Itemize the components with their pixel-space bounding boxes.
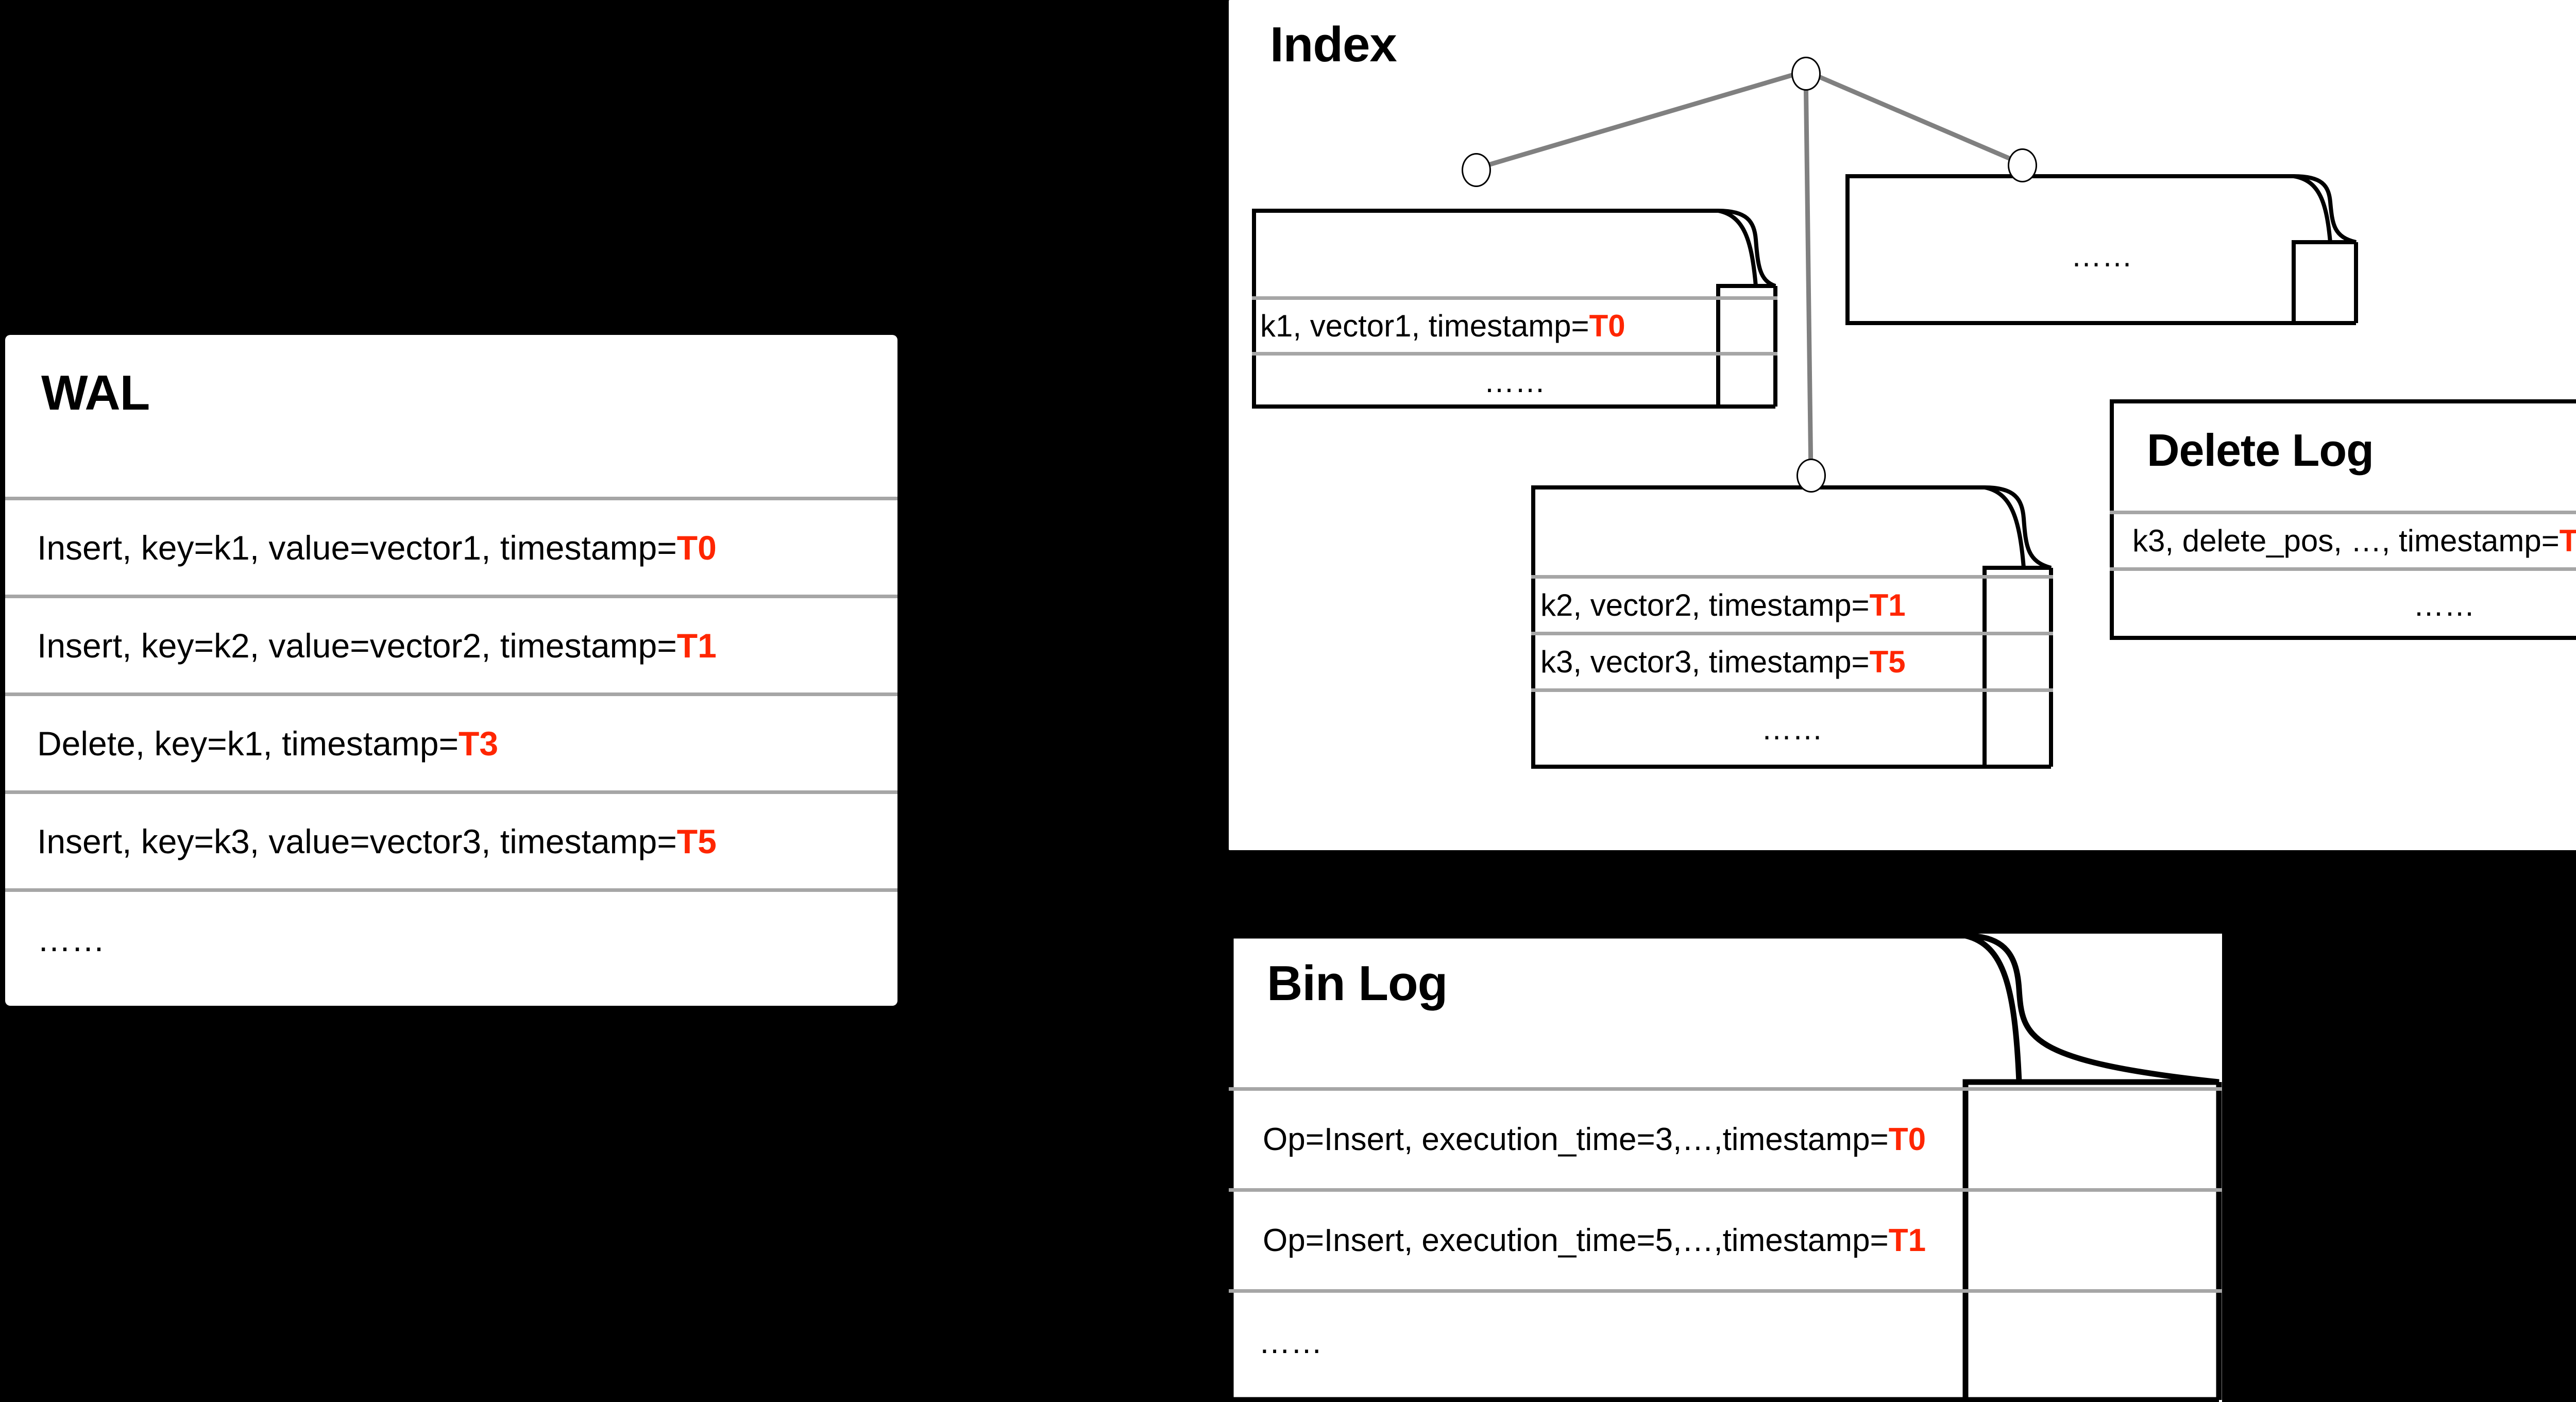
index-title: Index [1270,17,1397,72]
table-row: k2, vector2, timestamp=T1 [1531,575,2053,632]
bin-log-rows: Op=Insert, execution_time=3,…,timestamp=… [1229,1087,2222,1392]
bin-log-title: Bin Log [1267,956,1448,1011]
table-row: Insert, key=k1, value=vector1, timestamp… [5,497,897,595]
table-row: …… [5,888,897,986]
timestamp-value: T1 [1888,1223,1926,1258]
table-row: …… [1229,1289,2222,1392]
row-label: k3, delete_pos, …, timestamp= [2132,523,2560,558]
row-label: …… [1259,1325,1323,1360]
root-node[interactable] [1791,57,1821,91]
delete-log-rows: k3, delete_pos, …, timestamp=T3 …… [2110,511,2576,639]
row-label: Delete, key=k1, timestamp= [37,724,459,763]
table-row: k1, vector1, timestamp=T0 [1252,296,1777,352]
delete-log-card[interactable]: Delete Log k3, delete_pos, …, timestamp=… [2110,399,2576,640]
timestamp-value: T3 [2559,523,2576,558]
table-row: Insert, key=k2, value=vector2, timestamp… [5,595,897,692]
timestamp-value: T0 [676,528,717,567]
row-label: …… [1761,712,1823,746]
bin-log-card[interactable]: Bin Log Op=Insert, execution_time=3,…,ti… [1229,934,2222,1402]
table-row: k3, vector3, timestamp=T5 [1531,632,2053,688]
index-leaf-ellipsis-text: …… [2071,239,2133,273]
table-row: Op=Insert, execution_time=5,…,timestamp=… [1229,1188,2222,1289]
wal-title: WAL [41,365,150,420]
timestamp-value: T5 [676,822,717,860]
row-label: …… [37,920,105,958]
row-label: Op=Insert, execution_time=5,…,timestamp= [1263,1223,1889,1258]
table-row: …… [2110,567,2576,639]
table-row: …… [1252,352,1777,408]
child-node-right[interactable] [2008,148,2037,182]
index-leaf-card-k1[interactable]: k1, vector1, timestamp=T0 …… [1252,209,1777,409]
delete-log-title: Delete Log [2147,425,2374,476]
row-label: Insert, key=k1, value=vector1, timestamp… [37,528,677,567]
timestamp-value: T5 [1869,645,1906,679]
index-leaf-k1-rows: k1, vector1, timestamp=T0 …… [1252,296,1777,408]
wal-panel: WAL Insert, key=k1, value=vector1, times… [5,335,897,1006]
wal-row-list: Insert, key=k1, value=vector1, timestamp… [5,497,897,986]
row-label: k1, vector1, timestamp= [1260,309,1589,343]
index-panel: Index [1229,0,2576,850]
timestamp-value: T3 [459,724,499,763]
timestamp-value: T0 [1589,309,1625,343]
table-row: Delete, key=k1, timestamp=T3 [5,692,897,790]
row-label: Insert, key=k2, value=vector2, timestamp… [37,626,677,665]
table-row: …… [1531,688,2053,766]
row-label: k3, vector3, timestamp= [1540,645,1870,679]
row-label: …… [1484,364,1546,399]
child-node-bottom[interactable] [1797,459,1826,493]
child-node-left[interactable] [1462,153,1491,187]
index-tree-edges [1475,69,2023,476]
row-label: k2, vector2, timestamp= [1540,588,1870,622]
table-row: Insert, key=k3, value=vector3, timestamp… [5,790,897,888]
timestamp-value: T1 [676,626,717,665]
row-label: Op=Insert, execution_time=3,…,timestamp= [1263,1122,1889,1157]
row-label: Insert, key=k3, value=vector3, timestamp… [37,822,677,860]
table-row: k3, delete_pos, …, timestamp=T3 [2110,511,2576,567]
table-row: Op=Insert, execution_time=3,…,timestamp=… [1229,1087,2222,1188]
row-label: …… [2413,588,2475,622]
timestamp-value: T0 [1888,1122,1926,1157]
timestamp-value: T1 [1869,588,1906,622]
